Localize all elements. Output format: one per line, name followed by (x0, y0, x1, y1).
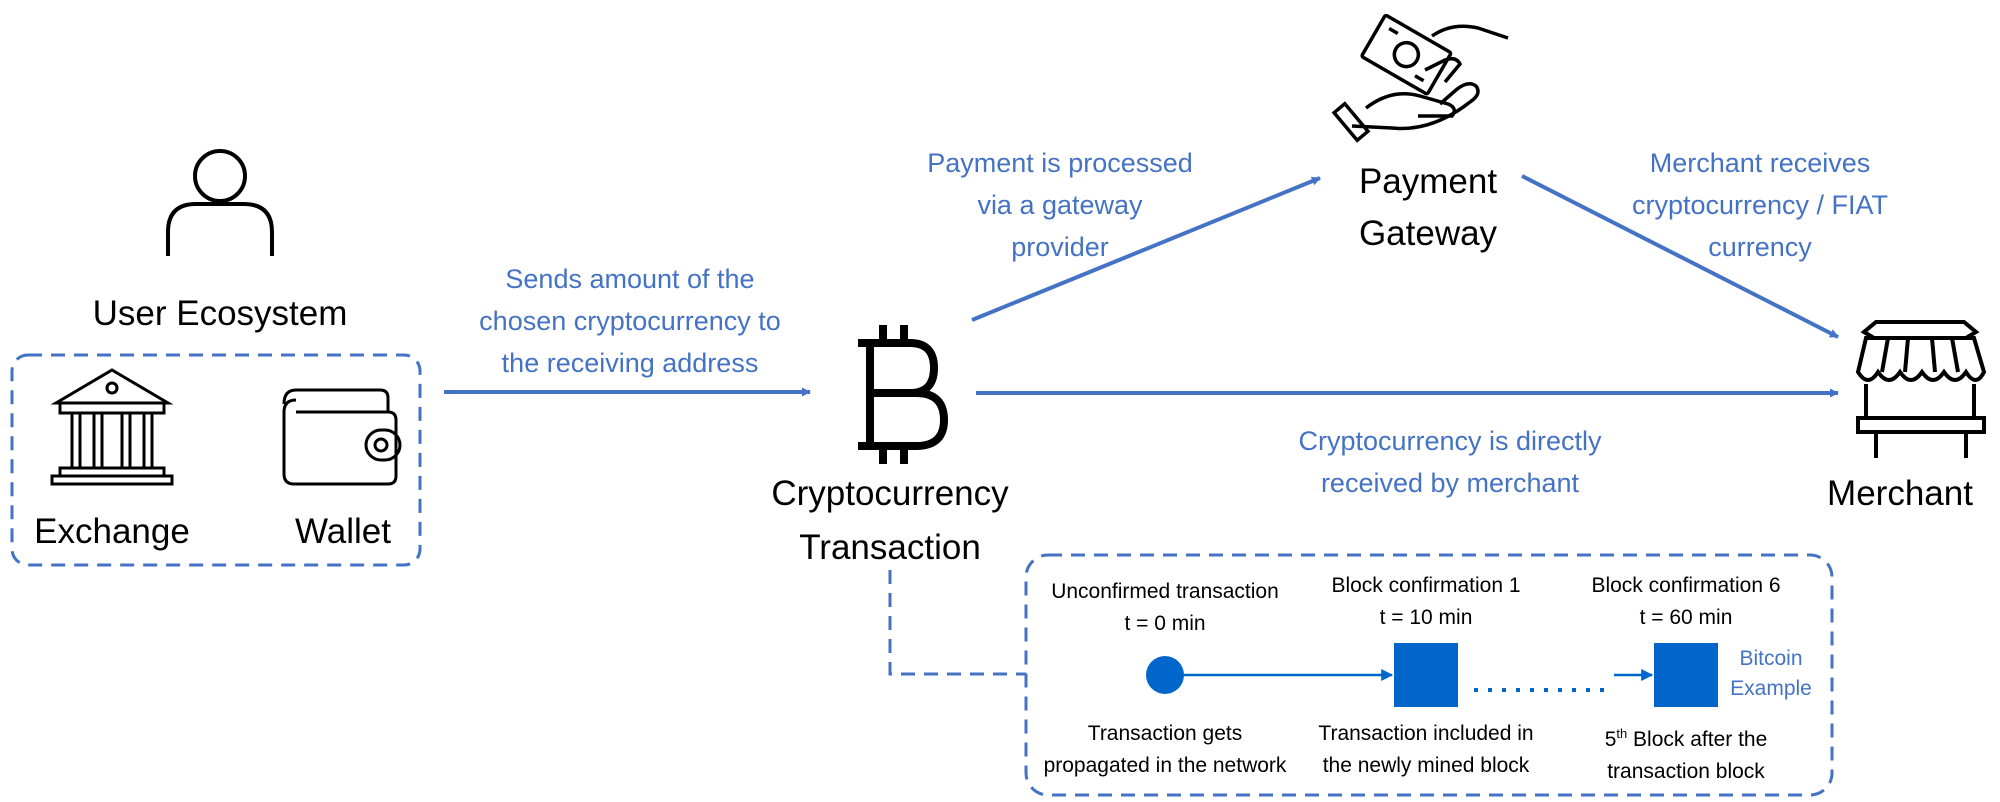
gateway-line-1: Payment is processed (927, 148, 1193, 178)
step-block1-time: t = 10 min (1379, 606, 1473, 629)
receive-line-3: currency (1708, 232, 1812, 262)
step-unconfirmed-desc-2: propagated in the network (1043, 754, 1287, 777)
step-block6-desc: 5th Block after the transaction block (1546, 718, 1826, 788)
step-unconfirmed-header: Unconfirmed transaction t = 0 min (1025, 576, 1305, 640)
user-ecosystem-box (10, 353, 422, 567)
step-block6-desc-num: 5 (1604, 728, 1617, 751)
send-line-1: Sends amount of the (505, 264, 755, 294)
step-block6-desc-1: 5th Block after the (1546, 718, 1826, 756)
step-block1-header: Block confirmation 1 t = 10 min (1286, 570, 1566, 634)
receive-edge-label: Merchant receives cryptocurrency / FIAT … (1600, 142, 1920, 268)
crypto-label-line1: Cryptocurrency (771, 474, 1009, 513)
gateway-line-2: via a gateway (977, 190, 1143, 220)
block-1 (1394, 643, 1458, 707)
step-block6-desc-2: transaction block (1607, 760, 1765, 783)
hand-money-icon (1331, 13, 1509, 143)
payment-gateway-label: Payment Gateway (1308, 160, 1548, 256)
merchant-label: Merchant (1827, 474, 1973, 513)
bitcoin-icon (858, 325, 949, 464)
user-icon (166, 149, 274, 256)
gateway-label-line2: Gateway (1358, 213, 1498, 253)
wallet-label: Wallet (295, 512, 391, 551)
block-6 (1654, 643, 1718, 707)
step-block1-desc-1: Transaction included in (1318, 722, 1534, 745)
step-unconfirmed-desc: Transaction gets propagated in the netwo… (1025, 718, 1305, 782)
timeline-box (1024, 553, 1834, 797)
send-edge-label: Sends amount of the chosen cryptocurrenc… (440, 258, 820, 384)
gateway-edge-label: Payment is processed via a gateway provi… (900, 142, 1220, 268)
crypto-transaction-label: Cryptocurrency Transaction (740, 472, 1040, 570)
step-block1-desc: Transaction included in the newly mined … (1286, 718, 1566, 782)
wallet-icon (282, 388, 402, 486)
direct-line-2: received by merchant (1320, 468, 1580, 498)
exchange-label: Exchange (34, 512, 190, 551)
step-unconfirmed-time: t = 0 min (1124, 612, 1206, 635)
shop-icon (1855, 320, 1987, 458)
step-unconfirmed-desc-1: Transaction gets (1087, 722, 1243, 745)
step-block6-title: Block confirmation 6 (1591, 574, 1781, 597)
direct-edge-label: Cryptocurrency is directly received by m… (1260, 420, 1640, 504)
bitcoin-example-label: Bitcoin Example (1716, 644, 1826, 704)
timeline-connector (888, 570, 1026, 676)
step-block6-time: t = 60 min (1639, 606, 1733, 629)
user-ecosystem-label: User Ecosystem (92, 294, 348, 333)
step-block6-desc-sup: th (1616, 726, 1628, 741)
gateway-arrow (971, 176, 1321, 322)
gateway-label-line1: Payment (1358, 162, 1498, 201)
bitcoin-example-line-2: Example (1730, 677, 1812, 700)
receive-line-1: Merchant receives (1649, 148, 1871, 178)
unconfirmed-dot (1146, 656, 1184, 694)
step-unconfirmed-title: Unconfirmed transaction (1051, 580, 1279, 603)
receive-arrow (1521, 174, 1839, 339)
crypto-label-line2: Transaction (799, 527, 981, 567)
bitcoin-example-line-1: Bitcoin (1739, 647, 1803, 670)
gateway-line-3: provider (1011, 232, 1109, 262)
bank-icon (50, 368, 174, 486)
direct-line-1: Cryptocurrency is directly (1298, 426, 1602, 456)
step-block6-header: Block confirmation 6 t = 60 min (1546, 570, 1826, 634)
step-block6-desc-rest: Block after the (1627, 728, 1768, 751)
receive-line-2: cryptocurrency / FIAT (1631, 190, 1889, 220)
step-block1-title: Block confirmation 1 (1331, 574, 1521, 597)
send-line-2: chosen cryptocurrency to (479, 306, 781, 336)
send-line-3: the receiving address (501, 348, 759, 378)
step-block1-desc-2: the newly mined block (1322, 754, 1530, 777)
